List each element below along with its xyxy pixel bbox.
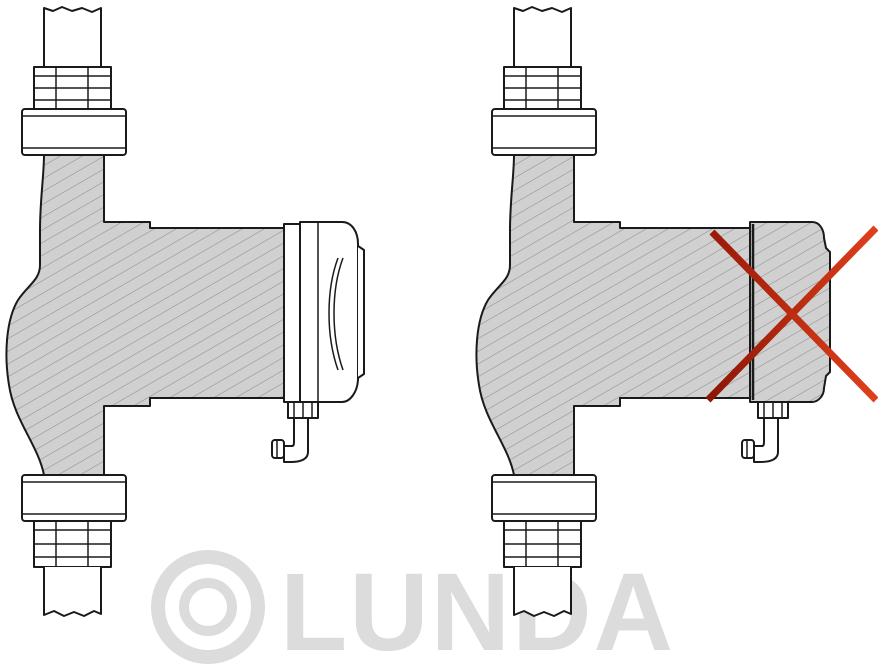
left-pump-housing (5, 6, 291, 617)
left-pump-correct (5, 6, 365, 617)
ring-logo (151, 550, 265, 664)
left-cable-gland (271, 401, 319, 463)
cross-mark (705, 225, 878, 403)
right-cable-gland (741, 401, 789, 463)
right-pump-housing (475, 6, 761, 617)
right-pump-incorrect (475, 6, 831, 617)
watermark-text: LUNDA (280, 551, 675, 667)
watermark: LUNDA (151, 550, 675, 667)
left-motor-head (283, 221, 365, 403)
